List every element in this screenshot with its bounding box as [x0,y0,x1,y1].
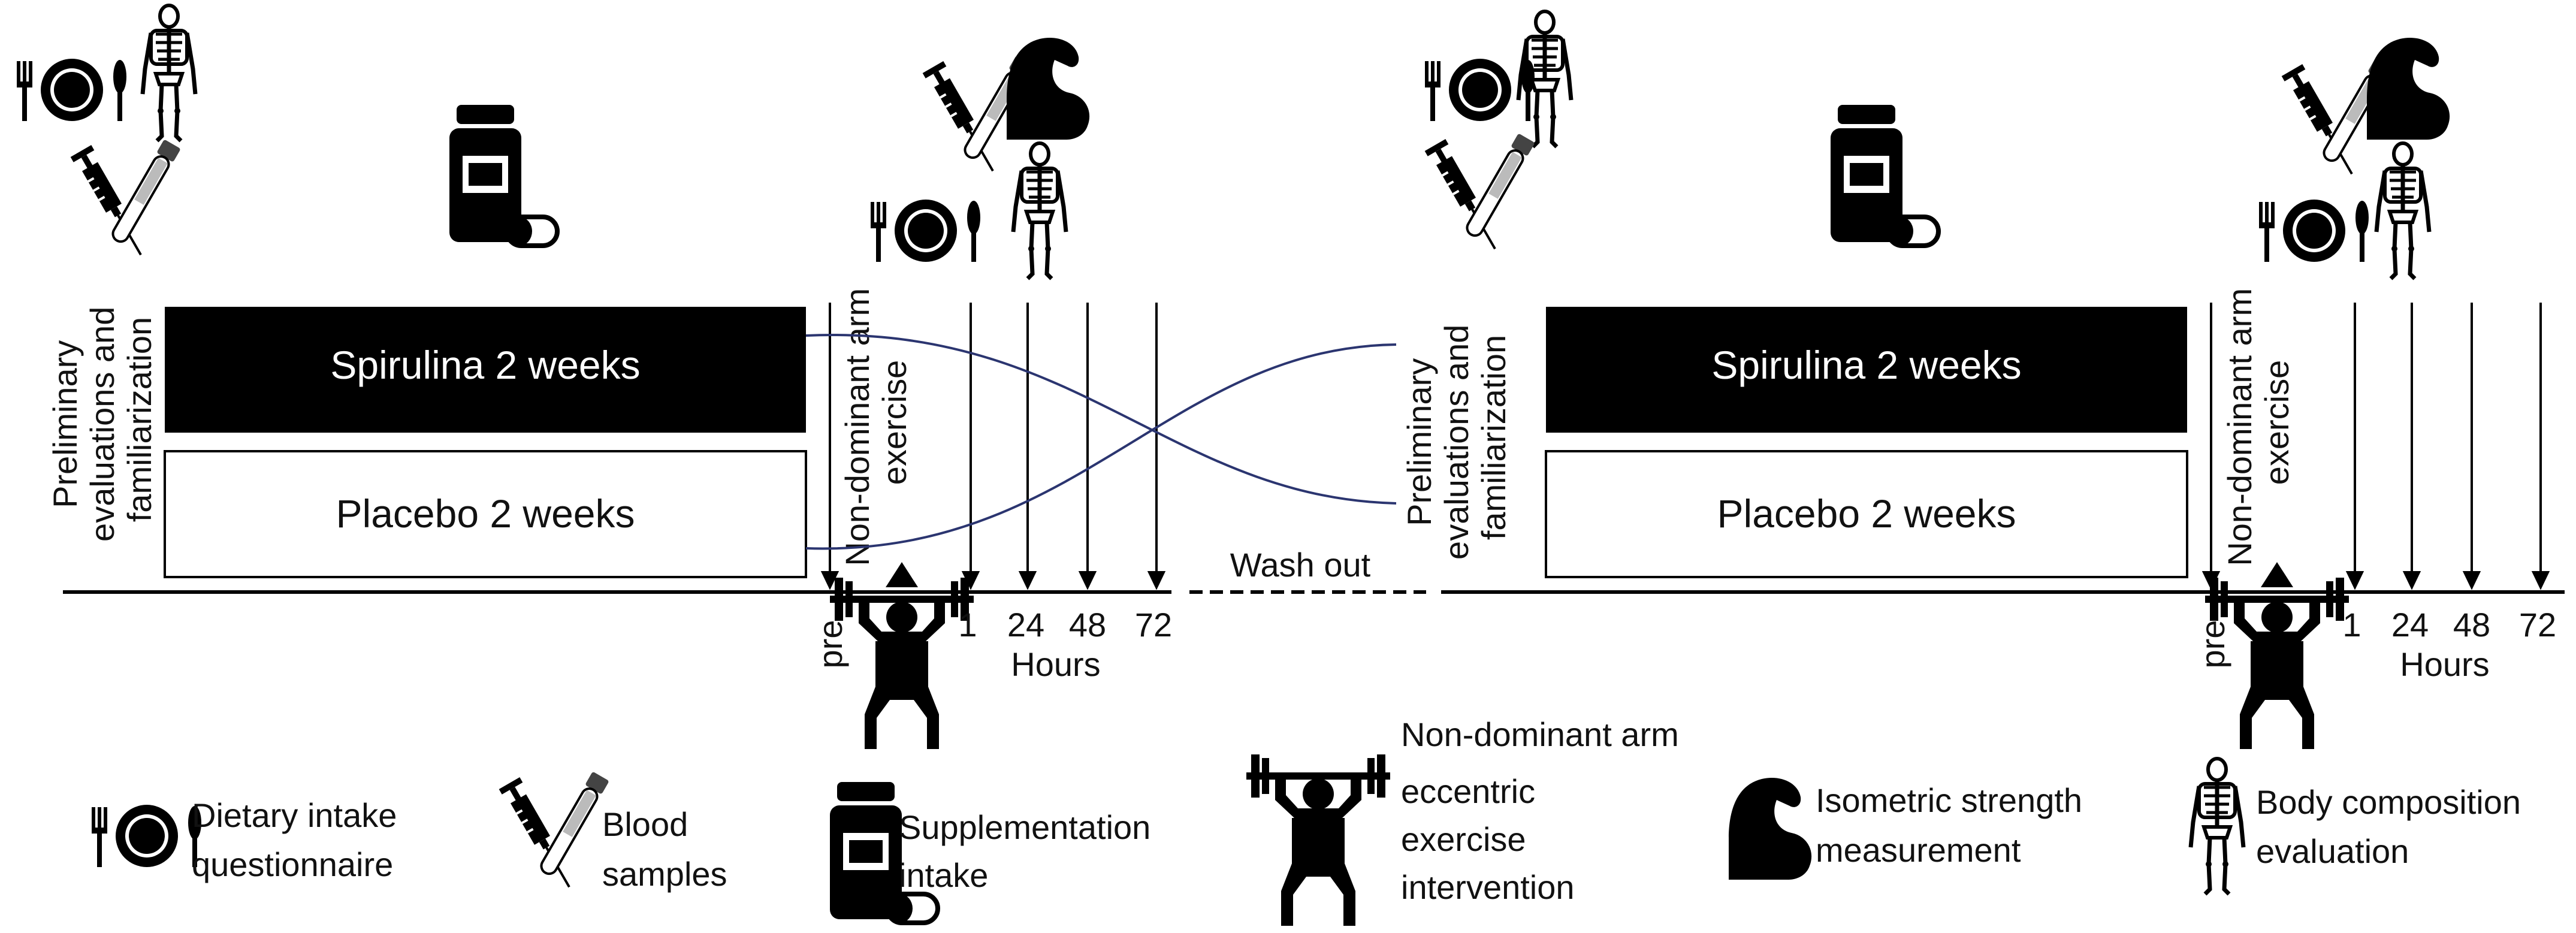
legend-isometric-text: Isometric strength measurement [1816,781,2092,869]
time-72h-1: 72 [1135,606,1172,644]
time-72h-2: 72 [2519,606,2556,644]
plate-cutlery-icon [92,805,201,867]
skeleton-icon [2376,143,2429,279]
exercise-label-2: Non-dominant arm exercise [2221,279,2296,566]
period-2: Preliminary evaluations and familiarizat… [1400,11,2565,749]
weightlifter-icon [830,578,974,749]
triangle-marker-2 [2261,562,2293,587]
hours-label-1: Hours [1011,645,1100,683]
period-1: Preliminary evaluations and familiarizat… [17,5,1172,749]
exercise-label-1: Non-dominant arm exercise [838,279,913,566]
legend-dietary: Dietary intake questionnaire [92,796,406,883]
crossover-lines [805,334,1397,550]
syringe-tube-icon [497,770,611,895]
legend-blood-text: Blood samples [602,805,727,893]
legend-supplement: Supplementation intake [830,782,1160,923]
pill-bottle-icon [449,105,557,246]
flexed-arm-icon [1729,778,1812,880]
plate-cutlery-icon [871,200,980,262]
timepoint-arrows-2 [2201,303,2550,590]
plate-cutlery-icon [2259,200,2369,262]
preliminary-label-2: Preliminary evaluations and familiarizat… [1400,315,1512,560]
timepoint-arrows-1 [820,303,1166,590]
time-24h-2: 24 [2391,606,2429,644]
syringe-tube-icon [69,138,182,262]
washout-label: Wash out [1230,546,1371,584]
flexed-arm-icon [1007,38,1090,140]
skeleton-icon [1013,143,1066,279]
skeleton-icon [2191,759,2243,894]
placebo-label-2: Placebo 2 weeks [1717,491,2016,536]
syringe-tube-icon [1423,132,1536,256]
legend-exercise: Non-dominant arm eccentric exercise inte… [1246,715,1688,926]
legend-dietary-text: Dietary intake questionnaire [192,796,406,883]
spirulina-box-1 [165,307,806,433]
weightlifter-icon [1246,754,1390,926]
spirulina-box-2 [1546,307,2187,433]
legend-blood: Blood samples [497,770,727,895]
placebo-box-1 [164,450,807,578]
time-1h-2: 1 [2342,606,2361,644]
pill-bottle-icon [830,782,938,923]
hours-label-2: Hours [2400,645,2489,683]
placebo-label-1: Placebo 2 weeks [336,491,635,536]
legend-isometric: Isometric strength measurement [1729,778,2092,880]
legend-exercise-text: Non-dominant arm eccentric exercise inte… [1401,715,1688,906]
plate-cutlery-icon [17,59,126,121]
legend: Dietary intake questionnaire Blood sampl… [92,715,2530,926]
legend-bodycomp: Body composition evaluation [2191,759,2530,894]
time-48h-1: 48 [1069,606,1106,644]
time-1h-1: 1 [958,606,977,644]
skeleton-icon [143,5,195,141]
flexed-arm-icon [2367,38,2450,140]
placebo-box-2 [1545,450,2188,578]
spirulina-label-2: Spirulina 2 weeks [1711,343,2021,387]
time-24h-1: 24 [1007,606,1044,644]
time-pre-2: pre [2194,620,2231,669]
pill-bottle-icon [1831,105,1938,246]
legend-supplement-text: Supplementation intake [899,808,1160,894]
legend-bodycomp-text: Body composition evaluation [2256,783,2530,870]
triangle-marker-1 [886,562,918,587]
time-pre-1: pre [811,620,849,669]
spirulina-label-1: Spirulina 2 weeks [330,343,640,387]
time-48h-2: 48 [2453,606,2490,644]
preliminary-label-1: Preliminary evaluations and familiarizat… [46,297,158,542]
